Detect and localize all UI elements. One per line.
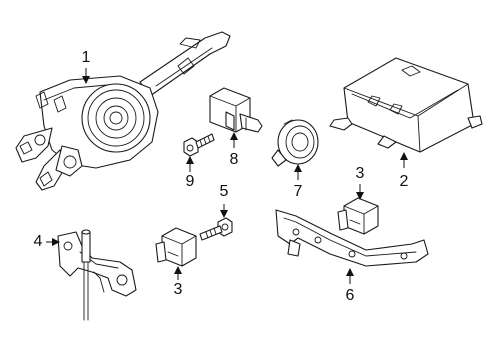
callout-2: 2	[400, 173, 409, 190]
leader-arrow-9	[186, 156, 194, 164]
bracket-part-6[interactable]	[275, 209, 429, 267]
sensor-part-8[interactable]	[209, 87, 263, 133]
callout-3-right: 3	[356, 165, 365, 182]
leader-arrow-2	[400, 152, 408, 160]
control-module-part-2[interactable]	[329, 57, 483, 153]
callout-8: 8	[230, 151, 239, 168]
callout-9: 9	[186, 173, 195, 190]
leader-arrow-3-bottom	[174, 266, 182, 274]
sensor-bracket-part-4[interactable]	[57, 229, 137, 321]
leader-arrow-7	[294, 164, 302, 172]
sensor-part-3-right[interactable]	[337, 197, 379, 235]
callout-7: 7	[294, 183, 303, 200]
leader-arrow-6	[346, 268, 354, 276]
leader-arrow-5	[220, 210, 228, 218]
bolt-part-9[interactable]	[183, 133, 215, 157]
disc-part-7[interactable]	[271, 119, 319, 167]
callout-1: 1	[82, 49, 91, 66]
leader-arrow-1	[82, 76, 90, 84]
leader-arrow-8	[230, 132, 238, 140]
leader-arrow-4	[52, 238, 60, 246]
callout-5: 5	[220, 183, 229, 200]
callout-6: 6	[346, 287, 355, 304]
leader-arrow-3-right	[356, 192, 364, 200]
sensor-part-3-bottom[interactable]	[155, 227, 197, 267]
callout-4: 4	[34, 233, 43, 250]
bolt-part-5[interactable]	[199, 217, 233, 241]
steering-column-switch-assembly[interactable]	[15, 31, 231, 191]
callout-3-bottom: 3	[174, 281, 183, 298]
